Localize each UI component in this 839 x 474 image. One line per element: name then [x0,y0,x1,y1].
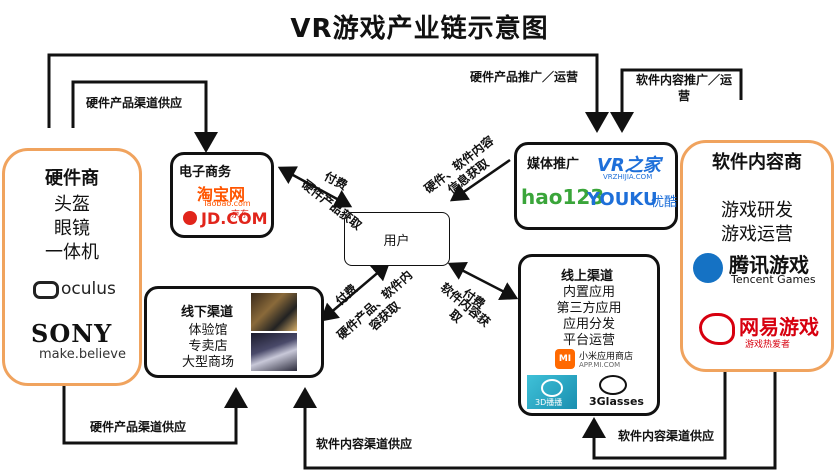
tencent-logo-en: Tencent Games [731,273,816,286]
online-item: 平台运营 [562,333,615,348]
ecommerce-user-arrow [277,166,353,208]
user-box: 用户 [344,212,450,266]
online-item: 第三方应用 [556,301,622,316]
mi-store-url: APP.MI.COM [579,361,621,369]
experience-store-photo [251,293,297,331]
hw-to-online-line [47,53,609,133]
3glasses-eye-icon [599,375,627,395]
software-item: 游戏运营 [721,224,793,245]
netease-logo: 网易游戏 [739,315,819,339]
online-user-arrow [447,261,519,301]
software-heading: 软件内容商 [712,152,802,173]
tencent-logo: 腾讯游戏 [729,253,809,277]
taobao-logo: 淘宝网 [197,185,246,204]
mi-store-name: 小米应用商店 [579,352,634,362]
hardware-vendor-box: 硬件商 头盔 眼镜 一体机 oculus SONY make.believe [2,148,142,386]
sony-tagline: make.believe [39,347,126,362]
offline-heading: 线下渠道 [181,305,234,320]
hao123-logo: hao123 [521,185,605,209]
netease-logo-sub: 游戏热爱者 [745,340,791,350]
sw-channel-supply-right-label: 软件内容渠道供应 [618,429,715,443]
software-vendor-box: 软件内容商 游戏研发 游戏运营 腾讯游戏 Tencent Games 网易游戏 … [680,140,834,372]
3d-bobo-text: 3D播播 [535,398,563,407]
jd-logo: JD.COM [201,209,268,228]
netease-games-icon [699,313,735,345]
youku-logo: YOUKU [587,189,658,210]
offline-user-arrow [320,262,390,322]
online-channel-box: 线上渠道 内置应用 第三方应用 应用分发 平台运营 MI 小米应用商店 APP.… [518,254,660,416]
hw-to-offline-line [62,386,248,445]
oculus-logo-text: oculus [61,279,116,299]
ecommerce-heading: 电子商务 [179,165,232,180]
hardware-item: 一体机 [45,242,99,263]
online-heading: 线上渠道 [561,269,614,284]
media-user-arrow [449,158,511,202]
jd-mascot-icon [183,211,197,225]
sw-to-offline-line [293,372,777,470]
sw-to-online-line [582,372,727,460]
offline-item: 专卖店 [188,339,228,354]
sony-logo: SONY [31,319,113,348]
hw-channel-supply-bottom-label: 硬件产品渠道供应 [90,420,187,434]
hw-channel-supply-top-label: 硬件产品渠道供应 [86,96,183,110]
user-label: 用户 [383,234,410,249]
ecommerce-box: 电子商务 淘宝网 Taobao.com JD.COM 京东 [170,152,274,238]
tencent-games-icon [693,253,723,283]
sw-promo-label: 软件内容推广／运营 [635,73,732,103]
offline-item: 体验馆 [188,323,228,338]
youku-logo-cn: 优酷 [651,195,678,210]
3glasses-logo: 3Glasses [589,395,644,408]
offline-channel-box: 线下渠道 体验馆 专卖店 大型商场 [144,286,324,378]
hardware-item: 头盔 [54,194,90,215]
play-icon [541,379,563,397]
hw-to-ecommerce-line [71,80,218,153]
software-item: 游戏研发 [721,200,793,221]
oculus-logo-icon [33,281,59,299]
mall-store-photo [251,333,297,371]
hw-promo-label: 硬件产品推广／运营 [470,70,579,84]
online-item: 内置应用 [562,285,615,300]
sw-to-media-line [610,68,743,133]
online-item: 应用分发 [562,317,615,332]
mi-store-icon: MI [555,349,575,369]
3d-bobo-logo: 3D播播 [527,375,577,409]
media-promotion-box: 媒体推广 VR之家 VRZHIJIA.COM hao123 YOUKU 优酷 [514,142,678,230]
hardware-heading: 硬件商 [45,168,99,189]
media-heading: 媒体推广 [527,157,580,172]
offline-item: 大型商场 [181,355,234,370]
jd-logo-cn: 京东 [231,210,250,220]
sw-channel-supply-bottom-label: 软件内容渠道供应 [315,437,412,451]
vrzhijia-logo-sub: VRZHIJIA.COM [603,173,653,181]
vrzhijia-logo: VR之家 [597,155,661,176]
diagram-title: VR游戏产业链示意图 [290,14,549,44]
taobao-logo-sub: Taobao.com [203,199,251,208]
hardware-item: 眼镜 [54,218,90,239]
